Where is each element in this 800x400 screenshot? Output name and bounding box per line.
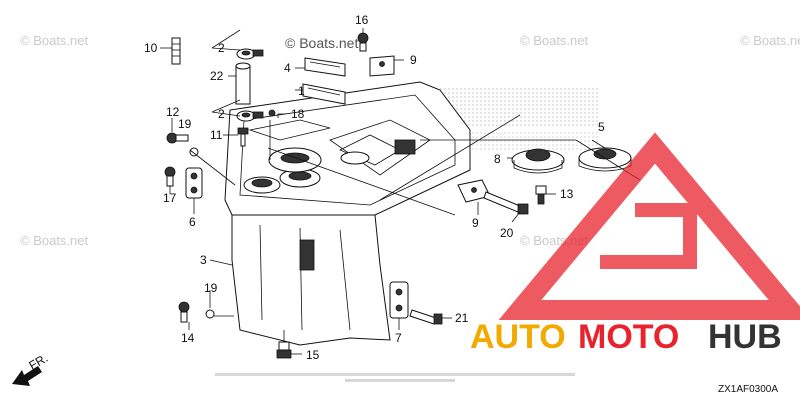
part-11-bolt (237, 127, 249, 147)
label-part-1: 1 (298, 84, 305, 98)
brand-moto: MOTO (578, 318, 679, 356)
brand-wordmark: AUTO MOTO HUB (470, 318, 782, 356)
front-arrow-label: FR. (27, 351, 51, 373)
label-part-4: 4 (284, 61, 291, 75)
watermark-faint: © Boats.net (20, 33, 89, 48)
gear-case-port (299, 239, 315, 271)
background-lettering (400, 88, 600, 152)
label-part-8: 8 (494, 152, 501, 166)
part-9-block-top (369, 55, 395, 77)
label-part-10: 10 (144, 41, 158, 55)
part-21-bolt (409, 309, 443, 325)
part-4-plate (304, 57, 346, 77)
label-part-20: 20 (500, 226, 514, 240)
part-19-washer-bottom (205, 309, 215, 319)
part-6-anode (185, 167, 203, 199)
brand-hub: HUB (708, 318, 782, 356)
label-part-14: 14 (181, 331, 195, 345)
copyright-lines (215, 373, 575, 382)
part-20-long-bolt (483, 191, 529, 215)
label-part-11: 11 (210, 128, 223, 142)
part-1-plate (302, 83, 346, 105)
part-7-anode (389, 281, 409, 319)
part-19-washer-top (189, 147, 199, 157)
label-part-13: 13 (560, 187, 574, 201)
watermark-faint: © Boats.net (20, 233, 89, 248)
brand-auto: AUTO (470, 318, 566, 356)
label-part-16: 16 (355, 13, 369, 27)
label-part-15: 15 (306, 348, 320, 362)
label-part-2: 2 (218, 41, 225, 55)
gear-case-upper (224, 81, 471, 216)
part-12-bolt (166, 132, 189, 144)
label-part-2: 2 (218, 107, 225, 121)
label-part-19: 19 (178, 117, 192, 131)
label-part-21: 21 (455, 311, 469, 325)
part-18-fitting (268, 109, 276, 117)
part-2-clamp-bottom (236, 110, 264, 122)
label-part-22: 22 (210, 69, 224, 83)
watermark-faint: © Boats.net (740, 33, 800, 48)
label-part-9: 9 (472, 216, 479, 230)
label-part-3: 3 (200, 253, 207, 267)
part-14-bolt (178, 301, 190, 323)
part-10-fitting (171, 37, 181, 65)
part-22-tube (235, 62, 251, 105)
label-part-5: 5 (598, 120, 605, 134)
part-13-bolt (535, 185, 547, 205)
part-5-cover (578, 147, 632, 172)
front-arrow: FR. (12, 351, 50, 386)
label-part-17: 17 (163, 191, 177, 205)
label-part-19: 19 (204, 281, 218, 295)
watermark-faint: © Boats.net (520, 33, 589, 48)
part-15-plug (276, 341, 292, 359)
label-part-7: 7 (395, 331, 402, 345)
gear-case-lower (231, 209, 391, 346)
part-17-bolt (164, 166, 176, 187)
label-part-6: 6 (189, 215, 196, 229)
part-8-cover (511, 148, 565, 174)
part-16-bolt (357, 32, 369, 52)
watermark-main: © Boats.net (285, 35, 358, 51)
label-part-12: 12 (166, 105, 180, 119)
label-part-9: 9 (410, 53, 417, 67)
gear-case-assembly (224, 81, 471, 346)
brand-logo (498, 132, 800, 320)
part-2-clamp-top (236, 48, 264, 60)
diagram-code: ZX1AF0300A (718, 384, 778, 395)
label-part-18: 18 (291, 107, 305, 121)
